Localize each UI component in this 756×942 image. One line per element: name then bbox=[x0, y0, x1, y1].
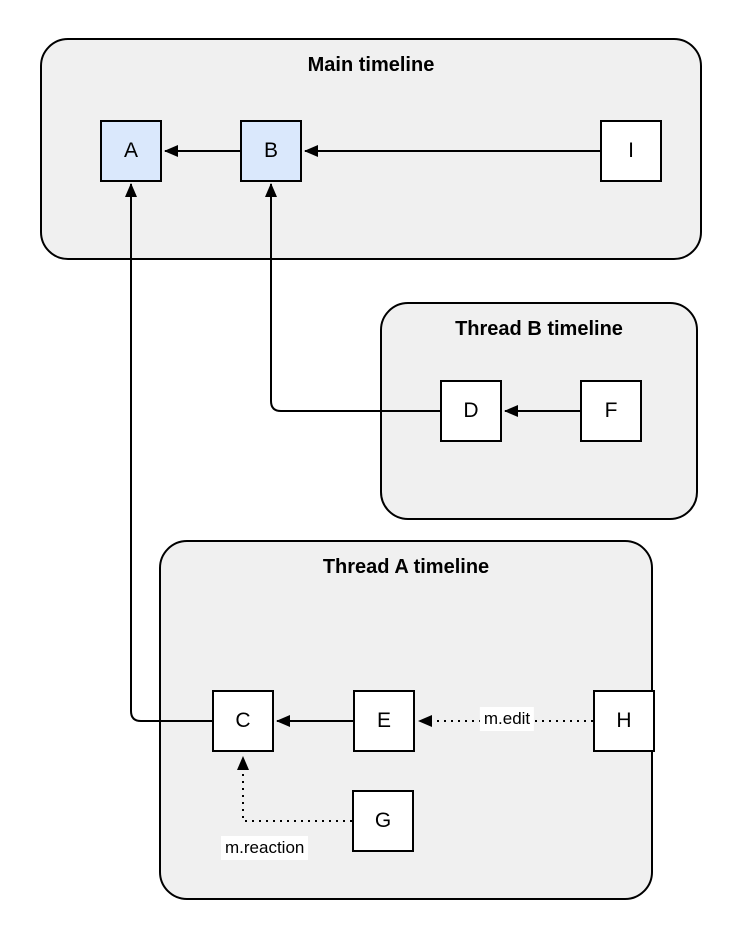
node-event-c-label: C bbox=[235, 709, 251, 732]
node-event-b-label: B bbox=[263, 139, 278, 162]
node-event-i: I bbox=[600, 120, 662, 182]
container-title-main-timeline: Main timeline bbox=[307, 54, 435, 76]
node-event-f-label: F bbox=[604, 399, 618, 422]
node-event-e-label: E bbox=[376, 709, 391, 732]
node-event-a-label: A bbox=[123, 139, 138, 162]
node-event-g: G bbox=[352, 790, 414, 852]
edge-label-m-edit: m.edit bbox=[479, 707, 535, 731]
node-event-e: E bbox=[353, 690, 415, 752]
node-event-b: B bbox=[240, 120, 302, 182]
node-event-d: D bbox=[440, 380, 502, 442]
node-event-h: H bbox=[593, 690, 655, 752]
node-event-i-label: I bbox=[628, 139, 634, 162]
node-event-d-label: D bbox=[463, 399, 479, 422]
node-event-c: C bbox=[212, 690, 274, 752]
container-title-thread-a-timeline: Thread A timeline bbox=[322, 556, 490, 578]
edge-g-to-c-dotted-arrow bbox=[237, 756, 352, 822]
container-title-thread-b-timeline: Thread B timeline bbox=[455, 318, 623, 340]
node-event-g-label: G bbox=[374, 809, 392, 832]
node-event-f: F bbox=[580, 380, 642, 442]
node-event-h-label: H bbox=[616, 709, 632, 732]
edge-c-to-a-arrow bbox=[125, 183, 212, 722]
node-event-a: A bbox=[100, 120, 162, 182]
edge-d-to-b-arrow bbox=[265, 183, 440, 412]
edge-label-m-reaction: m.reaction bbox=[221, 836, 309, 860]
